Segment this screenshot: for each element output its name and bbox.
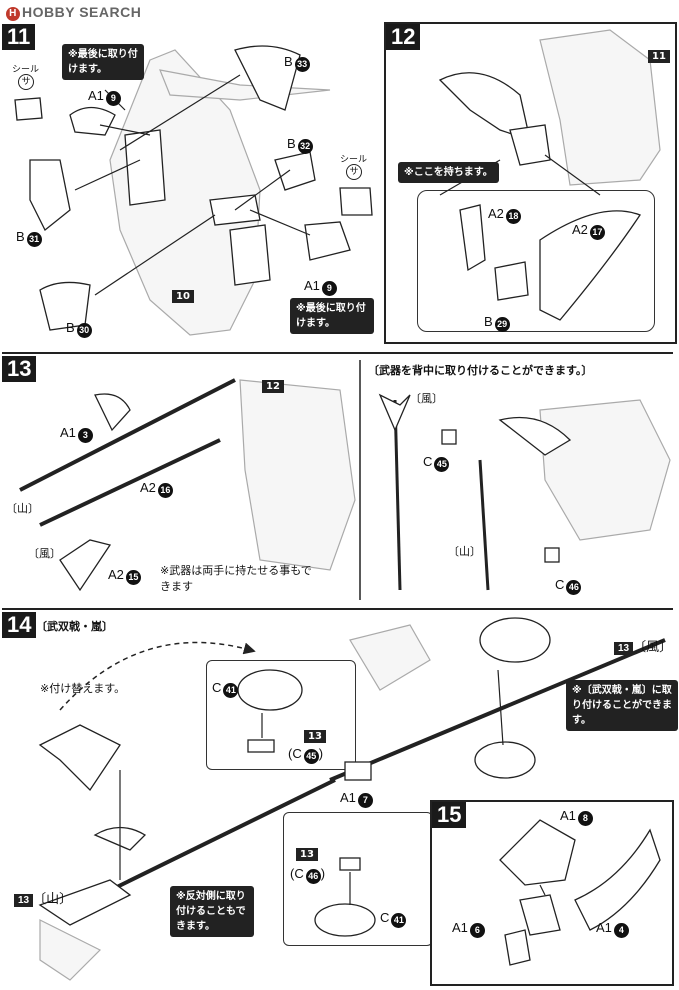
step-11-number: 11 xyxy=(2,24,36,50)
ref-13-bottom-box: 13 xyxy=(296,848,318,861)
note-attach-to-weapon: ※〔武双戟・嵐〕に取り付けることができます。 xyxy=(566,680,678,731)
step-14-number: 14 xyxy=(2,612,37,638)
step-12-number: 12 xyxy=(386,24,421,50)
step-15-number: 15 xyxy=(432,802,467,828)
label-mountain-s13: 〔山〕 xyxy=(6,502,39,515)
label-wind-back: 〔風〕 xyxy=(410,392,443,405)
note-attach-last-top: ※最後に取り付けます。 xyxy=(62,44,144,80)
note-reverse-side: ※反対側に取り付けることもできます。 xyxy=(170,886,254,937)
seal-char-right: サ xyxy=(346,164,362,180)
hobby-logo-icon: H xyxy=(6,7,20,21)
step-13-number: 13 xyxy=(2,356,37,382)
body-ref-12: 12 xyxy=(262,380,284,393)
ref-13-top-box: 13 xyxy=(304,730,326,743)
label-wind-s13: 〔風〕 xyxy=(28,547,61,560)
seal-label-right: シール xyxy=(340,155,368,165)
body-ref-11: 11 xyxy=(648,50,670,63)
note-hold-here: ※ここを持ちます。 xyxy=(398,162,499,183)
seal-char-left: サ xyxy=(18,74,34,90)
note-hands: ※武器は両手に持たせる事もできます xyxy=(160,564,312,593)
step-14-title: 〔武双戟・嵐〕 xyxy=(36,620,113,633)
label-mountain-back: 〔山〕 xyxy=(448,545,481,558)
seal-label-left: シール xyxy=(12,65,40,75)
ref-13-wind: 13〔風〕 xyxy=(614,636,672,655)
note-attach-last-bottom: ※最後に取り付けます。 xyxy=(290,298,374,334)
heading-back-mount: 〔武器を背中に取り付けることができます。〕 xyxy=(368,364,593,377)
body-ref-10: 10 xyxy=(172,290,194,303)
ref-13-mountain: 13〔山〕 xyxy=(14,888,72,907)
note-swap: ※付け替えます。 xyxy=(40,682,126,695)
